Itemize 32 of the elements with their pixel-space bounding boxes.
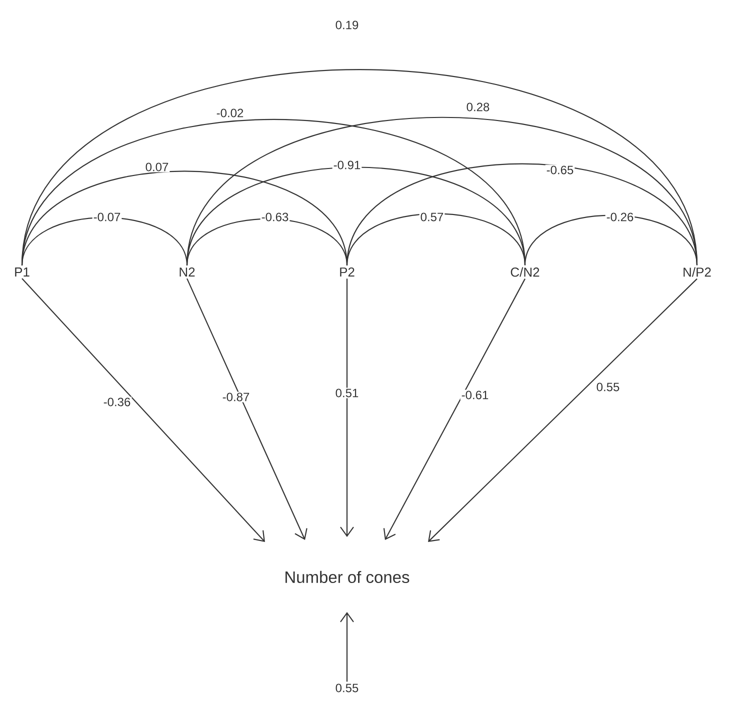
- edge-label: -0.36: [102, 396, 132, 408]
- edge-label: 0.19: [334, 20, 360, 30]
- edge-label: -0.02: [215, 108, 245, 118]
- edge-label: -0.65: [545, 164, 575, 176]
- path-arrow: [428, 278, 698, 542]
- path-arrow: [340, 278, 354, 537]
- variable-label: C/N2: [510, 267, 540, 277]
- edge-label: -0.91: [332, 160, 362, 170]
- variable-label: P2: [340, 267, 354, 277]
- correlation-arc: [21, 69, 698, 266]
- residual-label: 0.55: [336, 684, 358, 692]
- edge-label: -0.61: [460, 390, 490, 400]
- edge-label: 0.51: [334, 388, 360, 398]
- edge-label: -0.63: [260, 212, 290, 222]
- path-arrow: [340, 612, 354, 682]
- correlation-arc: [186, 117, 698, 266]
- edge-label: 0.55: [595, 382, 621, 392]
- edge-label: -0.07: [92, 212, 122, 222]
- edge-label: -0.87: [221, 392, 251, 402]
- path-arrow: [186, 278, 308, 540]
- edge-label: 0.28: [465, 102, 491, 112]
- path-arrow: [22, 278, 265, 542]
- edge-label: 0.07: [144, 162, 170, 172]
- variable-label: P1: [15, 268, 30, 276]
- outcome-label: Number of cones: [286, 570, 410, 584]
- edge-label: -0.26: [605, 212, 635, 222]
- variable-label: N/P2: [684, 267, 711, 277]
- path-arrow: [383, 278, 526, 540]
- correlation-arc: [346, 163, 698, 266]
- edge-label: 0.57: [419, 212, 445, 222]
- correlation-arc: [21, 119, 526, 266]
- variable-label: N2: [180, 267, 195, 277]
